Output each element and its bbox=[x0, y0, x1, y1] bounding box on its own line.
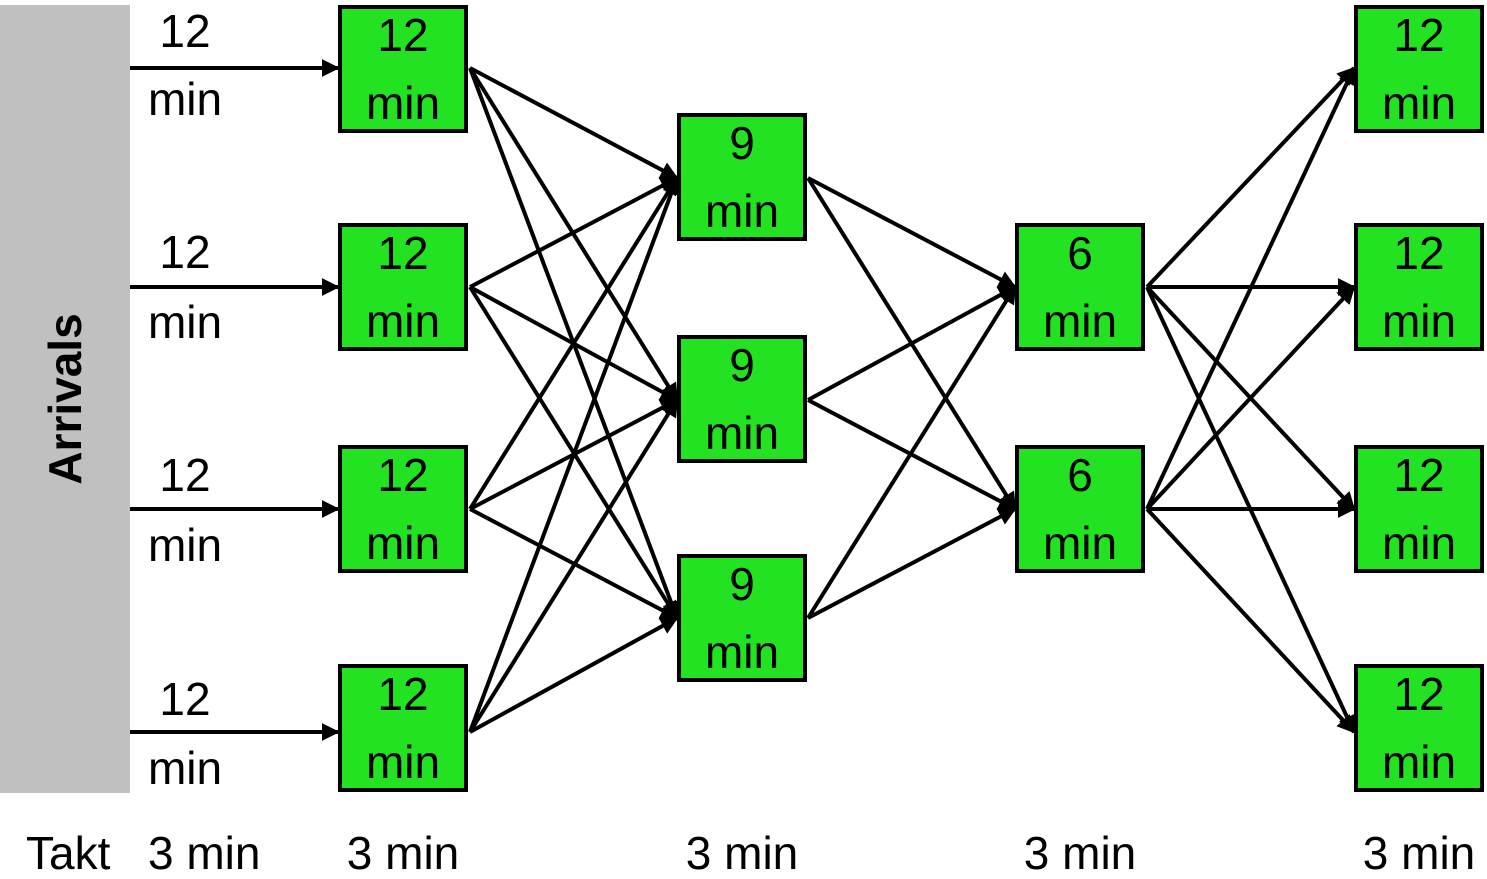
takt-stage-4: 3 min bbox=[1362, 827, 1476, 879]
takt-stage-1: 3 min bbox=[346, 827, 460, 879]
stage2-station-1: 9 min bbox=[677, 113, 807, 241]
takt-stage-2: 3 min bbox=[685, 827, 799, 879]
station-time-unit: min bbox=[704, 185, 780, 237]
stage1-station-4: 12 min bbox=[338, 664, 468, 792]
takt-arrivals: 3 min bbox=[148, 827, 261, 879]
station-time-unit: min bbox=[1042, 517, 1118, 569]
station-time-unit: min bbox=[1381, 77, 1457, 129]
edge-s1-4-to-s2-2 bbox=[468, 398, 679, 734]
arrival-rate-2-unit: min bbox=[147, 296, 223, 348]
station-time-value: 6 bbox=[1067, 449, 1093, 501]
station-time-unit: min bbox=[1042, 295, 1118, 347]
arrival-rate-3-unit: min bbox=[147, 519, 223, 571]
stage4-station-1: 12 min bbox=[1354, 5, 1484, 133]
edge-s1-4-to-s2-3 bbox=[469, 616, 679, 734]
edge-s2-3-to-s3-1 bbox=[806, 285, 1017, 620]
stage2-station-3: 9 min bbox=[677, 554, 807, 682]
station-time-value: 9 bbox=[729, 339, 755, 391]
edge-s2-3-to-s3-2 bbox=[807, 507, 1017, 620]
station-time-value: 9 bbox=[729, 558, 755, 610]
station-time-value: 12 bbox=[377, 227, 429, 279]
takt-stage-3: 3 min bbox=[1023, 827, 1137, 879]
station-time-unit: min bbox=[1381, 736, 1457, 788]
station-time-unit: min bbox=[1381, 517, 1457, 569]
stage3-station-1: 6 min bbox=[1015, 223, 1145, 351]
edge-s1-2-to-s2-1 bbox=[469, 176, 679, 289]
stage1-station-3: 12 min bbox=[338, 445, 468, 573]
stage3-station-2: 6 min bbox=[1015, 445, 1145, 573]
station-time-value: 6 bbox=[1067, 227, 1093, 279]
station-time-value: 12 bbox=[1393, 449, 1445, 501]
arrival-rate-4-unit: min bbox=[147, 742, 223, 794]
arrivals-label: Arrivals bbox=[39, 313, 91, 485]
station-time-unit: min bbox=[365, 736, 441, 788]
arrival-rate-1-value: 12 bbox=[159, 5, 211, 57]
stage4-station-3: 12 min bbox=[1354, 445, 1484, 573]
station-time-value: 12 bbox=[1393, 227, 1445, 279]
arrival-rate-1-unit: min bbox=[147, 73, 223, 125]
edge-s3-2-to-s4-4 bbox=[1145, 507, 1356, 734]
edge-s3-1-to-s4-1 bbox=[1145, 66, 1356, 289]
station-time-unit: min bbox=[704, 626, 780, 678]
edge-s2-1-to-s3-1 bbox=[807, 176, 1017, 289]
edge-s3-2-to-s4-2 bbox=[1145, 285, 1356, 511]
station-time-value: 12 bbox=[1393, 9, 1445, 61]
arrival-rate-3-value: 12 bbox=[159, 449, 211, 501]
edge-s1-4-to-s2-1 bbox=[468, 176, 680, 733]
station-time-value: 12 bbox=[377, 668, 429, 720]
arrivals-bar bbox=[0, 5, 130, 793]
stage1-station-1: 12 min bbox=[338, 5, 468, 133]
arrival-rate-4-value: 12 bbox=[159, 673, 211, 725]
edge-s3-2-to-s4-1 bbox=[1145, 66, 1356, 510]
station-time-unit: min bbox=[704, 407, 780, 459]
station-time-unit: min bbox=[365, 517, 441, 569]
stage2-station-2: 9 min bbox=[677, 335, 807, 463]
station-time-unit: min bbox=[365, 295, 441, 347]
arrival-rate-2-value: 12 bbox=[159, 226, 211, 278]
edge-s1-1-to-s2-1 bbox=[469, 66, 679, 180]
station-time-unit: min bbox=[365, 77, 441, 129]
edge-s2-2-to-s3-1 bbox=[807, 285, 1017, 402]
station-time-value: 12 bbox=[1393, 668, 1445, 720]
takt-label: Takt bbox=[26, 827, 111, 879]
station-time-unit: min bbox=[1381, 295, 1457, 347]
station-time-value: 9 bbox=[729, 117, 755, 169]
stage4-station-2: 12 min bbox=[1354, 223, 1484, 351]
station-time-value: 12 bbox=[377, 449, 429, 501]
stage1-station-2: 12 min bbox=[338, 223, 468, 351]
edge-s1-3-to-s2-1 bbox=[468, 176, 679, 511]
stage4-station-4: 12 min bbox=[1354, 664, 1484, 792]
station-time-value: 12 bbox=[377, 9, 429, 61]
